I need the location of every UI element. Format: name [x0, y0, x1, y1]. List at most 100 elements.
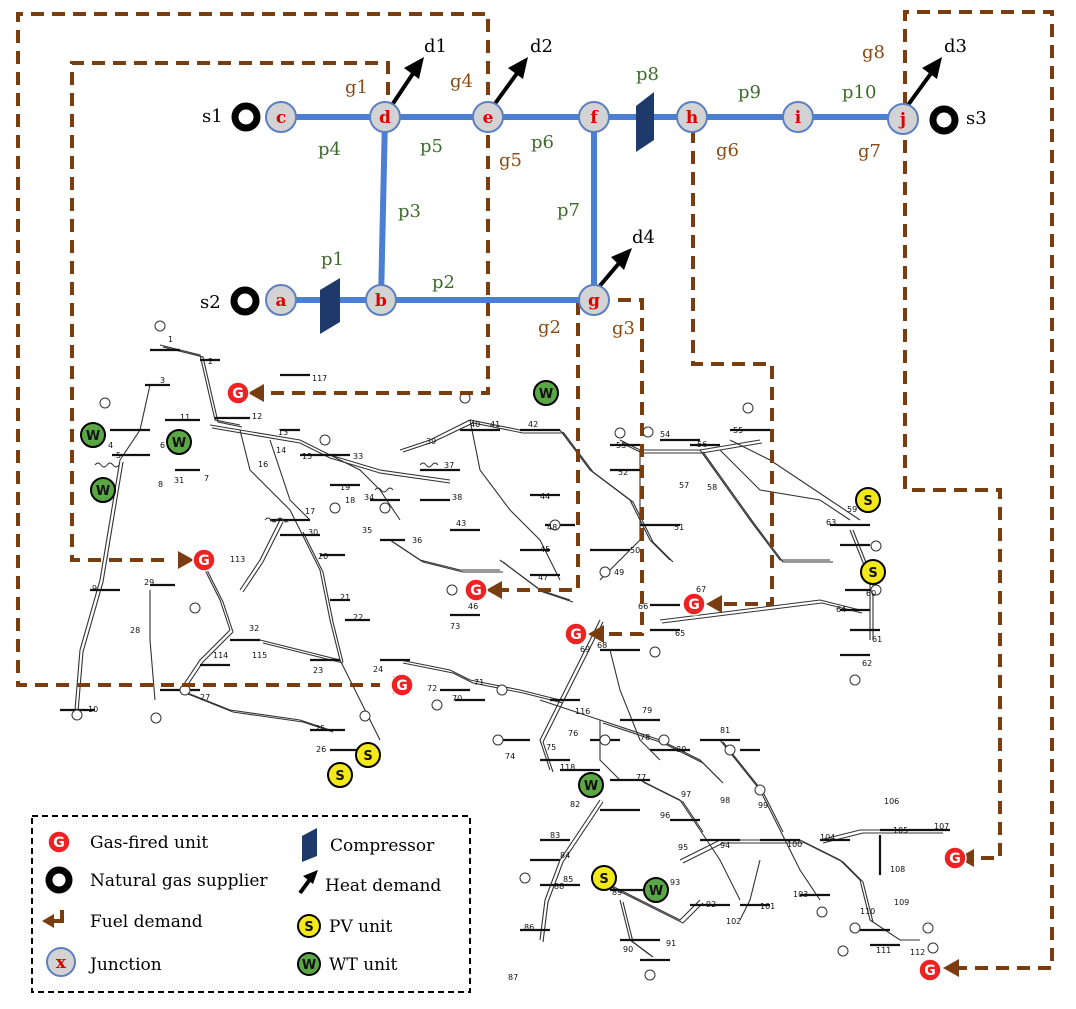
svg-text:W: W — [96, 484, 110, 499]
bus-label: 77 — [636, 773, 646, 782]
gas-unit-labels: g1 g2 g3 g4 g5 g6 g7 g8 — [345, 42, 885, 339]
svg-text:a: a — [275, 291, 286, 311]
bus-label: 106 — [884, 797, 899, 806]
heat-arrow-head-icon — [404, 57, 424, 79]
svg-text:G: G — [198, 553, 210, 569]
bus-label: 60 — [866, 589, 876, 598]
bus-label: 102 — [726, 917, 741, 926]
fuel-demand-lines — [16, 10, 1054, 970]
junction-c: c — [265, 101, 297, 133]
bus-label: 31 — [174, 476, 184, 485]
gas-fired-unit-icon — [47, 830, 71, 854]
label-g2: g2 — [538, 317, 561, 338]
bus-label: 93 — [670, 878, 680, 887]
label-d1: d1 — [424, 36, 447, 57]
bus-label: 107 — [934, 822, 949, 831]
legend-item-junction: x Junction — [46, 947, 162, 977]
bus-label: 24 — [373, 665, 383, 674]
pipe-p3 — [378, 114, 388, 303]
label-p4: p4 — [318, 139, 341, 160]
svg-text:j: j — [898, 110, 906, 130]
junction-b: b — [365, 284, 397, 316]
legend-box — [31, 815, 471, 993]
bus-label: 88 — [554, 882, 564, 891]
bus-label: 41 — [490, 420, 500, 429]
svg-text:G: G — [396, 678, 408, 694]
legend-label: Heat demand — [325, 876, 441, 896]
bus-label: 38 — [452, 493, 462, 502]
bus-label: 45 — [540, 545, 550, 554]
bus-label: 105 — [893, 826, 908, 835]
bus-label: 78 — [640, 733, 650, 742]
svg-text:S: S — [863, 494, 872, 509]
legend-label: PV unit — [329, 917, 392, 937]
bus-label: 82 — [570, 800, 580, 809]
fuel-arrow-icon — [943, 959, 959, 977]
legend-label: Junction — [88, 955, 162, 975]
label-g6: g6 — [716, 140, 739, 161]
bus-label: 69 — [580, 645, 590, 654]
heat-demand-arrow-d2 — [492, 70, 520, 107]
junction-icon — [46, 947, 76, 977]
bus-label: 95 — [678, 843, 688, 852]
supplier-s2-icon — [230, 286, 260, 316]
wt-unit-icon: W — [166, 429, 192, 455]
legend-label: Natural gas supplier — [90, 871, 268, 891]
fuel-arrow-icon — [486, 581, 502, 599]
bus-label: 100 — [787, 840, 802, 849]
bus-label: 85 — [563, 875, 573, 884]
wt-unit-icon: W — [643, 877, 669, 903]
bus-label: 97 — [681, 790, 691, 799]
legend-item-compressor: Compressor — [302, 828, 435, 862]
fuel-line-g6 — [691, 130, 774, 606]
pv-unit-icon — [297, 914, 321, 938]
bus-label: 37 — [444, 461, 454, 470]
svg-text:G: G — [688, 597, 700, 613]
heat-demand-arrow-d3 — [906, 70, 934, 107]
svg-text:G: G — [924, 963, 936, 979]
label-s2: s2 — [200, 292, 221, 313]
gas-fired-unit-icon: G — [943, 846, 967, 870]
svg-text:f: f — [590, 108, 599, 128]
bus-label: 20 — [318, 552, 328, 561]
label-s1: s1 — [202, 106, 223, 127]
bus-label: 83 — [550, 831, 560, 840]
bus-label: 40 — [470, 420, 480, 429]
svg-text:S: S — [599, 872, 608, 887]
label-p2: p2 — [432, 272, 455, 293]
bus-label: 9 — [92, 584, 97, 593]
natural-gas-suppliers — [230, 102, 959, 316]
bus-label: 18 — [345, 496, 355, 505]
label-p7: p7 — [557, 200, 580, 221]
supplier-s3-icon — [929, 105, 959, 135]
bus-label: 53 — [616, 441, 626, 450]
bus-label: 92 — [706, 900, 716, 909]
bus-label: 23 — [313, 666, 323, 675]
svg-text:G: G — [570, 627, 582, 643]
bus-label: 33 — [353, 452, 363, 461]
bus-label: 16 — [258, 460, 268, 469]
wt-unit-icon — [297, 952, 321, 976]
bus-label: 46 — [468, 602, 478, 611]
bus-label: 90 — [623, 945, 633, 954]
compressor-icon — [320, 278, 340, 334]
label-d3: d3 — [944, 36, 967, 57]
gas-fired-unit-icon: G — [564, 622, 588, 646]
bus-label: 50 — [630, 546, 640, 555]
fuel-demand-icon — [52, 910, 64, 923]
heat-demand-arrow-d1 — [390, 70, 416, 107]
fuel-arrow-icon — [706, 595, 722, 613]
bus-label: 79 — [642, 706, 652, 715]
bus-label: 6 — [160, 441, 165, 450]
legend-label: Fuel demand — [90, 912, 203, 932]
legend-item-gas-fired-unit: G Gas-fired unit — [47, 830, 208, 854]
bus-label: 3 — [160, 376, 165, 385]
pv-unit-icon: S — [327, 762, 353, 788]
fuel-line-g5 — [260, 135, 490, 395]
bus-label: 112 — [910, 948, 925, 957]
label-g1: g1 — [345, 77, 368, 98]
gas-fired-unit-icon: G — [192, 548, 216, 572]
svg-text:G: G — [232, 386, 244, 402]
bus-label: 32 — [249, 624, 259, 633]
